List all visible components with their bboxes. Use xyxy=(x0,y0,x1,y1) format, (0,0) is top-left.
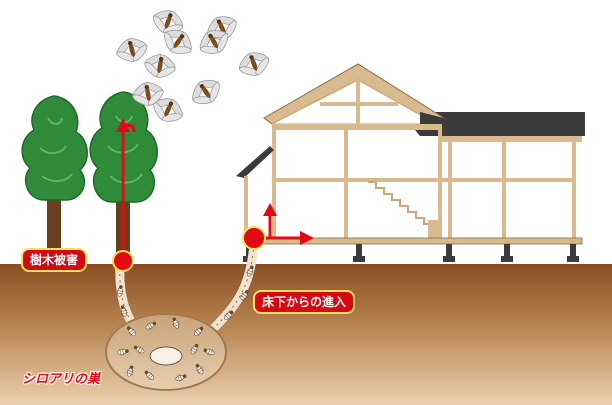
entry-point-marker-icon xyxy=(242,226,266,250)
queen-termite-icon xyxy=(149,346,183,366)
red-arrow-icon xyxy=(263,203,277,216)
termite-nest-label: シロアリの巣 xyxy=(22,372,101,387)
house-illustration xyxy=(236,63,585,262)
soil xyxy=(0,264,612,405)
tree-damage-label: 樹木被害 xyxy=(21,248,88,272)
termite-nest xyxy=(105,263,257,391)
underfloor-entry-label: 床下からの進入 xyxy=(253,290,356,314)
tree-invasion-arrow xyxy=(116,118,136,258)
tree-left-icon xyxy=(21,95,88,266)
red-arrow-icon xyxy=(300,231,314,245)
red-arrow-icon xyxy=(116,118,130,132)
tree-entry-marker-icon xyxy=(112,250,134,272)
